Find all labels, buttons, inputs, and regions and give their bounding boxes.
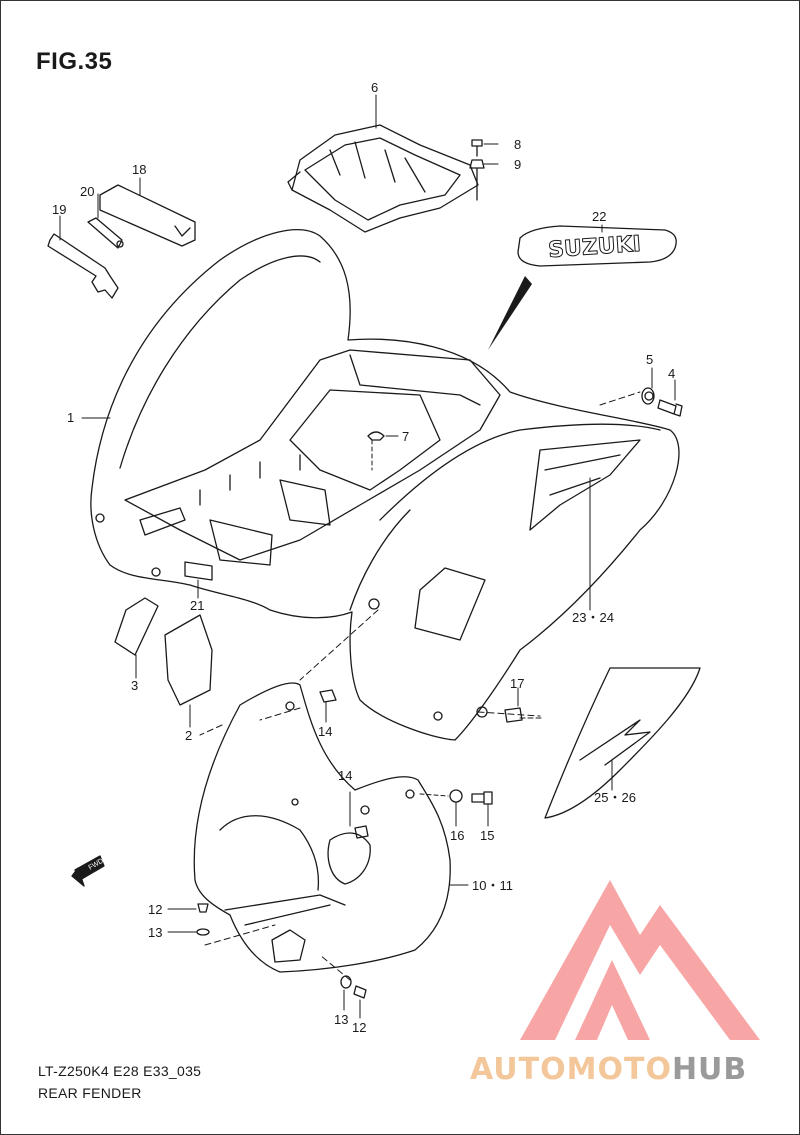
part-20-tool: [87, 217, 124, 249]
callout-9: 9: [514, 157, 521, 172]
watermark-text: AUTOMOTOHUB: [470, 1052, 747, 1087]
part-8-bolt: [471, 139, 483, 157]
watermark-text-part1: AUTOMOTO: [470, 1052, 672, 1087]
part-25-26-side-decal: [544, 667, 701, 819]
callout-6: 6: [371, 80, 378, 95]
callout-12-right: 12: [352, 1020, 366, 1035]
part-1-rear-fender: [90, 229, 680, 741]
watermark-text-part2: HUB: [671, 1052, 748, 1087]
part-7-grommet: [367, 431, 385, 441]
callout-8: 8: [514, 137, 521, 152]
decal-pointer: [488, 276, 532, 350]
part-16-washer: [449, 789, 463, 803]
callout-1: 1: [67, 410, 74, 425]
callout-15: 15: [480, 828, 494, 843]
callout-5: 5: [646, 352, 653, 367]
callout-21: 21: [190, 598, 204, 613]
figure-name: REAR FENDER: [38, 1085, 142, 1101]
callout-13-right: 13: [334, 1012, 348, 1027]
callout-18: 18: [132, 162, 146, 177]
callout-23-24: 23・24: [572, 610, 614, 625]
callout-labels: 6 8 9 18 20 19 22 5 4 1 7 21 23・24 3 17 …: [52, 80, 675, 1035]
callout-14-upper: 14: [318, 724, 332, 739]
callout-17: 17: [510, 676, 524, 691]
fwd-arrow-icon: FWD: [71, 855, 105, 887]
callout-4: 4: [668, 366, 675, 381]
part-6-cover: [287, 124, 479, 233]
callout-2: 2: [185, 728, 192, 743]
callout-19: 19: [52, 202, 66, 217]
callout-12-left: 12: [148, 902, 162, 917]
part-10-11-mudguard: [193, 682, 451, 973]
part-22-suzuki-decal: SUZUKI: [517, 225, 677, 267]
part-9-nut: [469, 159, 485, 201]
callout-25-26: 25・26: [594, 790, 636, 805]
part-14-clip-lower: [354, 825, 369, 839]
callout-14-lower: 14: [338, 768, 352, 783]
part-5-washer: [641, 387, 655, 405]
watermark-logo: [520, 880, 760, 1040]
part-12-screw-right: [353, 985, 367, 999]
callout-10-11: 10・11: [472, 878, 513, 893]
part-2-seal: [164, 614, 213, 706]
part-13-washer-right: [340, 975, 352, 989]
part-14-clip-upper: [319, 689, 337, 703]
part-3-flap: [114, 597, 159, 656]
part-4-bolt: [657, 399, 683, 417]
part-18-tool-bag: [99, 184, 196, 247]
part-12-screw-left: [197, 903, 209, 913]
part-21-pad: [184, 561, 213, 581]
callout-13-left: 13: [148, 925, 162, 940]
callout-16: 16: [450, 828, 464, 843]
part-17-clip: [504, 707, 523, 723]
callout-3: 3: [131, 678, 138, 693]
leader-lines: [59, 94, 676, 1019]
part-13-washer-left: [196, 928, 210, 936]
callout-7: 7: [402, 429, 409, 444]
model-code: LT-Z250K4 E28 E33_035: [38, 1063, 202, 1079]
part-15-screw: [471, 791, 493, 805]
callout-22: 22: [592, 209, 606, 224]
figure-title: FIG.35: [36, 48, 113, 75]
part-19-wrench: [47, 233, 119, 299]
callout-20: 20: [80, 184, 94, 199]
